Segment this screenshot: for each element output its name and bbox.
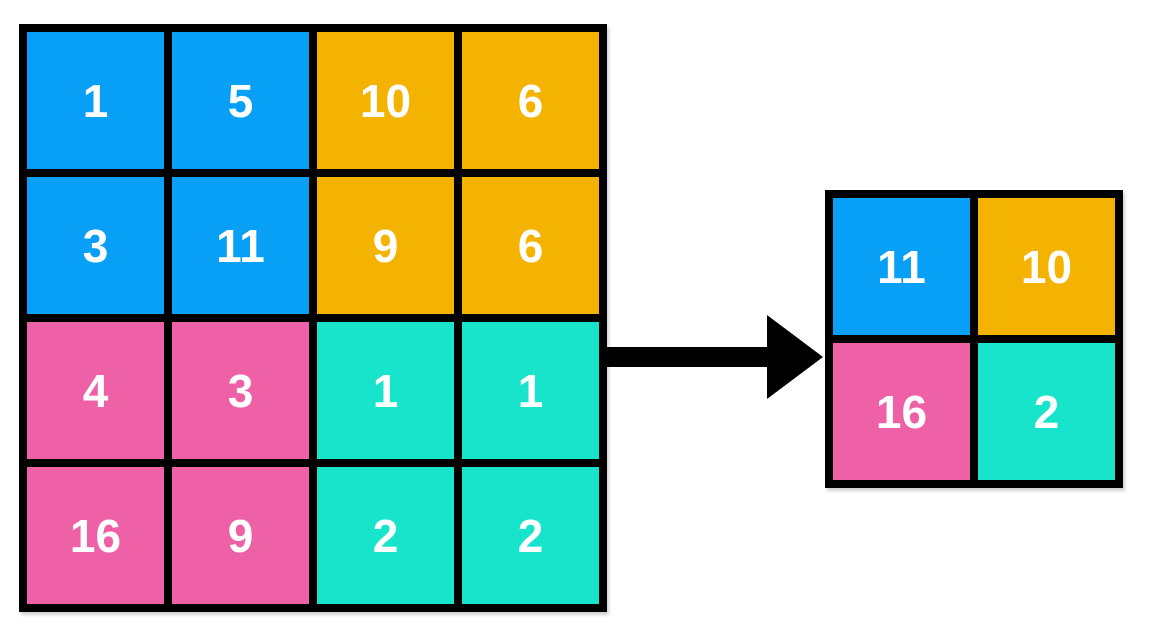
output-cell-r1c1: 2: [978, 343, 1115, 480]
output-cell-r0c1: 10: [978, 198, 1115, 335]
input-grid: 1 5 10 6 3 11 9 6 4 3 1 1 16 9 2 2: [19, 24, 607, 612]
input-cell-r0c3: 6: [462, 32, 599, 169]
cell-value: 10: [359, 74, 412, 127]
input-cell-r3c3: 2: [462, 467, 599, 604]
input-cell-r1c3: 6: [462, 177, 599, 314]
cell-value: 6: [517, 219, 544, 272]
cell-value: 5: [227, 74, 254, 127]
input-cell-r0c1: 5: [172, 32, 309, 169]
cell-value: 11: [216, 219, 265, 272]
input-cell-r3c1: 9: [172, 467, 309, 604]
cell-value: 6: [517, 74, 544, 127]
cell-value: 3: [82, 219, 109, 272]
arrow-right-icon: [600, 312, 824, 402]
cell-value: 2: [1033, 385, 1060, 438]
cell-value: 1: [372, 364, 399, 417]
input-cell-r1c0: 3: [27, 177, 164, 314]
cell-value: 9: [227, 509, 254, 562]
input-cell-r1c2: 9: [317, 177, 454, 314]
output-grid: 11 10 16 2: [825, 190, 1123, 488]
input-cell-r2c3: 1: [462, 322, 599, 459]
cell-value: 2: [517, 509, 544, 562]
cell-value: 16: [875, 385, 928, 438]
input-cell-r0c0: 1: [27, 32, 164, 169]
cell-value: 1: [517, 364, 544, 417]
input-cell-r3c0: 16: [27, 467, 164, 604]
cell-value: 10: [1020, 240, 1073, 293]
input-cell-r3c2: 2: [317, 467, 454, 604]
cell-value: 16: [69, 509, 122, 562]
input-cell-r0c2: 10: [317, 32, 454, 169]
input-cell-r2c2: 1: [317, 322, 454, 459]
cell-value: 1: [82, 74, 109, 127]
cell-value: 3: [227, 364, 254, 417]
cell-value: 11: [877, 240, 926, 293]
input-cell-r2c1: 3: [172, 322, 309, 459]
output-cell-r1c0: 16: [833, 343, 970, 480]
output-cell-r0c0: 11: [833, 198, 970, 335]
input-cell-r1c1: 11: [172, 177, 309, 314]
cell-value: 4: [82, 364, 109, 417]
cell-value: 9: [372, 219, 399, 272]
input-cell-r2c0: 4: [27, 322, 164, 459]
cell-value: 2: [372, 509, 399, 562]
